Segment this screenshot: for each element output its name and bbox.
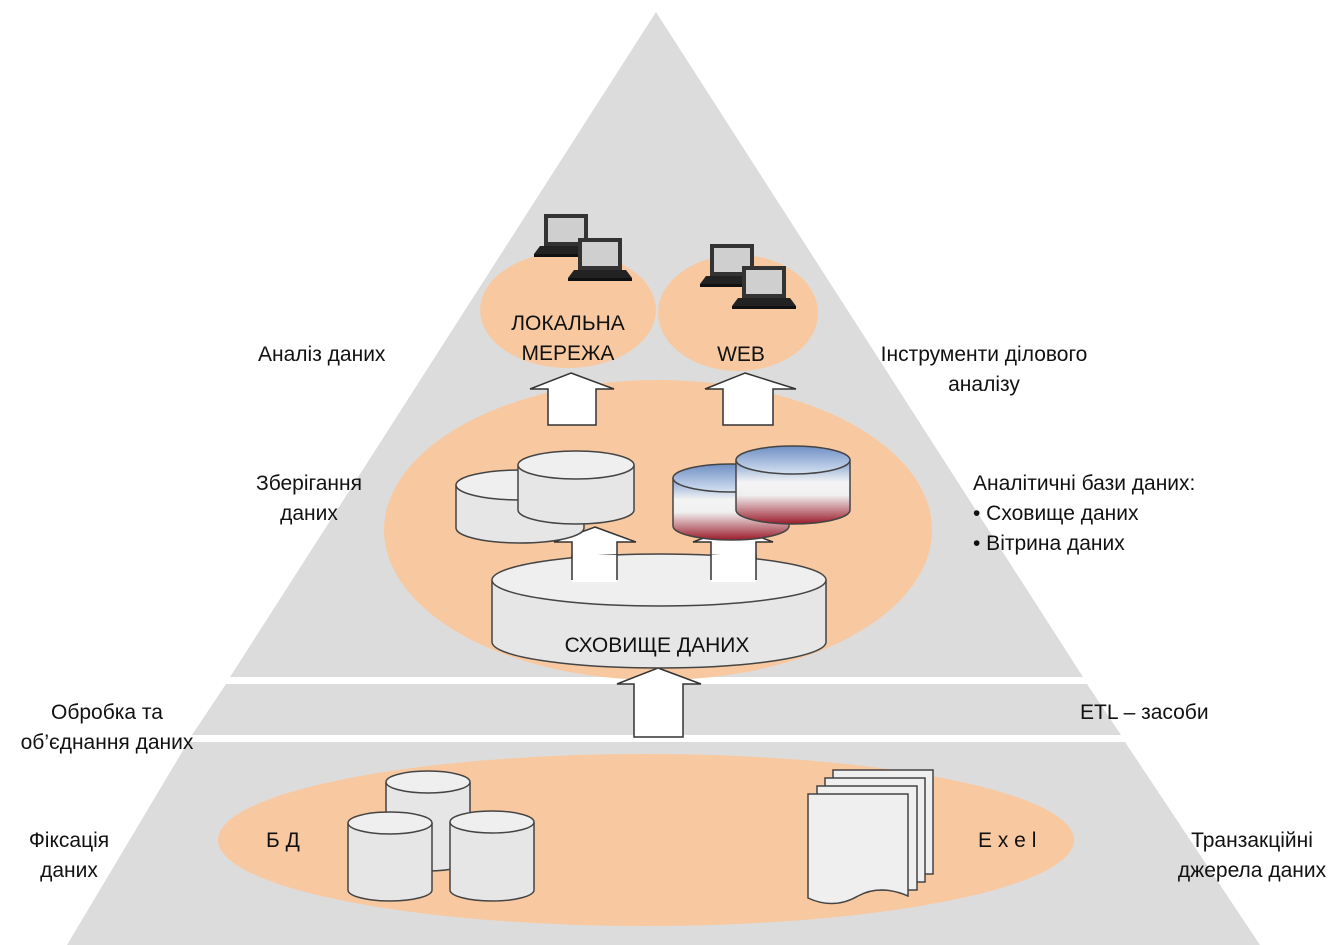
warehouse-label: СХОВИЩЕ ДАНИХ xyxy=(564,634,750,657)
excel-label: E x e l xyxy=(978,829,1037,852)
analysis-right-label: Інструменти ділового аналізу xyxy=(880,343,1088,396)
arrow-up-icon xyxy=(529,372,615,426)
etl-right-label: ETL – засоби xyxy=(1080,701,1209,724)
capture-left-label: Фіксація даних xyxy=(28,829,110,882)
database-icon xyxy=(735,445,851,525)
database-icon xyxy=(449,810,535,902)
arrow-up-icon xyxy=(704,372,797,426)
storage-left-label: Зберігання даних xyxy=(256,472,362,525)
capture-right-label: Транзакційні джерела даних xyxy=(1177,829,1327,882)
storage-right-label: Аналітичні бази даних: • Сховище даних •… xyxy=(973,472,1196,555)
analysis-left-label: Аналіз даних xyxy=(258,343,386,366)
database-icon xyxy=(517,450,635,525)
lan-ellipse xyxy=(480,252,656,368)
database-icon xyxy=(347,811,433,902)
lan-label: ЛОКАЛЬНА МЕРЕЖА xyxy=(511,312,625,365)
arrow-up-icon xyxy=(616,667,702,738)
etl-left-label: Обробка та об’єднання даних xyxy=(20,701,194,754)
sources-ellipse xyxy=(218,754,1074,926)
document-stack-icon xyxy=(807,769,934,905)
web-label: WEB xyxy=(717,343,765,366)
db-label: Б Д xyxy=(266,829,300,852)
